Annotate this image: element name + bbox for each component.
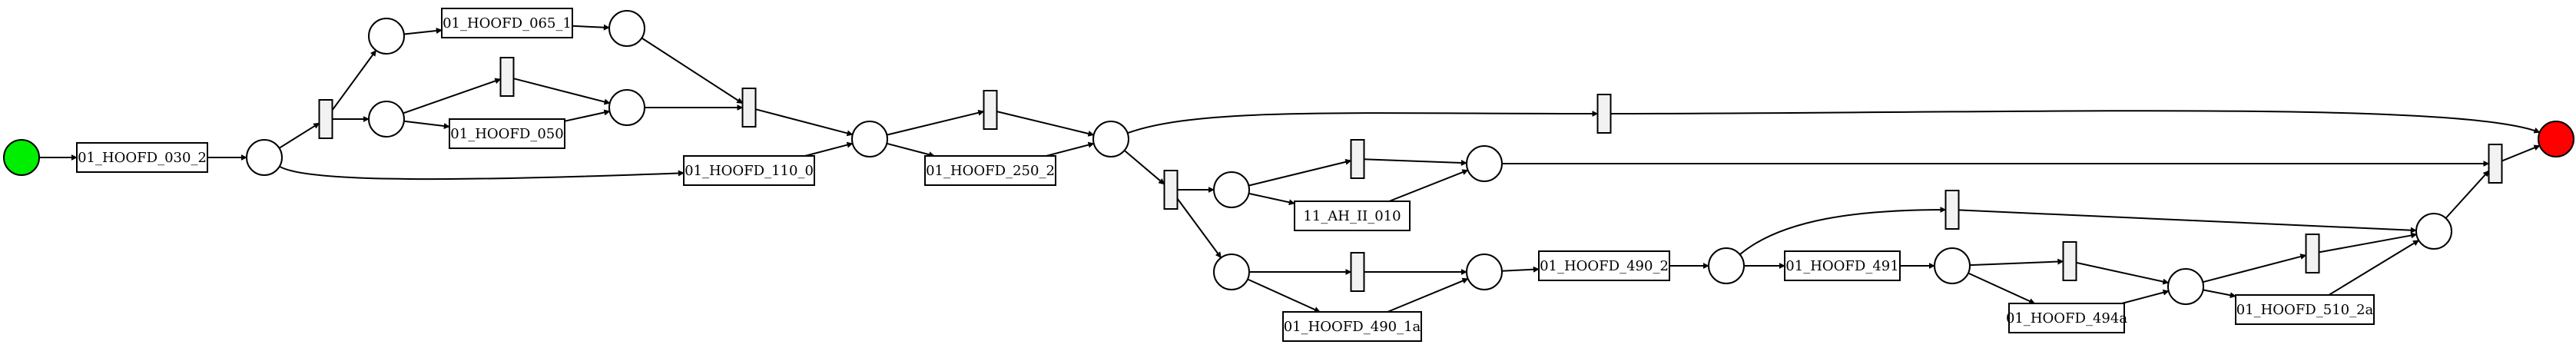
transition-t065: 01_HOOFD_065_1 <box>441 8 573 38</box>
place-p15 <box>2415 213 2452 250</box>
transition-t494a: 01_HOOFD_494a <box>2006 303 2127 333</box>
arc-tAH-to-p10 <box>1388 169 1469 202</box>
silent-transition-s6 <box>1163 170 1179 210</box>
arc-p8-to-s7 <box>1248 158 1352 187</box>
silent-transition-s12 <box>2488 144 2503 184</box>
transition-t030: 01_HOOFD_030_2 <box>76 142 208 173</box>
place-p11 <box>1466 254 1503 290</box>
arc-t110-to-p6 <box>804 141 854 157</box>
arc-s6-to-p9 <box>1176 197 1222 259</box>
arc-s3-to-p6 <box>755 108 854 137</box>
silent-transition-s8 <box>1350 252 1365 292</box>
transition-t110: 01_HOOFD_110_0 <box>683 155 815 186</box>
arc-p11-to-t490_2 <box>1501 266 1540 273</box>
arc-p14-to-t510 <box>2203 289 2236 299</box>
nodes-layer: 01_HOOFD_030_2 01_HOOFD_065_1 01_HOOFD_050… <box>3 8 2574 342</box>
arc-t510-to-p15 <box>2328 240 2419 296</box>
place-p7 <box>1092 121 1129 157</box>
transition-label: 01_HOOFD_065_1 <box>443 15 572 31</box>
arc-p15-to-s12 <box>2445 170 2490 219</box>
arc-s4-to-p7 <box>996 111 1095 137</box>
transition-label: 01_HOOFD_250_2 <box>926 163 1055 179</box>
place-p9 <box>1213 254 1250 290</box>
arc-p7-to-s6 <box>1123 150 1165 185</box>
place-p3 <box>368 101 405 138</box>
transition-label: 01_HOOFD_510_2a <box>2236 302 2374 318</box>
place-p6 <box>851 121 888 157</box>
transition-label: 01_HOOFD_494a <box>2006 310 2127 326</box>
arc-p1-to-t110 <box>279 165 685 181</box>
transition-t490_1a: 01_HOOFD_490_1a <box>1282 311 1422 342</box>
arc-s11-to-p15 <box>2319 232 2418 254</box>
arc-s7-to-p10 <box>1364 158 1467 166</box>
arc-p8-to-tAH <box>1248 192 1295 206</box>
arc-p2-to-t065 <box>403 27 443 35</box>
arc-t494a-to-p14 <box>2121 289 2170 304</box>
arc-p6-to-t250 <box>887 142 935 158</box>
arc-p13-to-t494a <box>1968 272 2036 304</box>
arc-t050-to-p5 <box>564 109 611 122</box>
place-p5 <box>608 89 645 126</box>
arc-s12-to-end <box>2501 144 2541 162</box>
silent-transition-s7 <box>1350 139 1365 179</box>
place-p10 <box>1466 145 1503 182</box>
end-place <box>2538 121 2574 157</box>
arc-t490_1a-to-p11 <box>1387 277 1469 313</box>
arc-p4-to-s3 <box>641 37 744 104</box>
silent-transition-s4 <box>983 90 998 130</box>
transition-t490_2: 01_HOOFD_490_2 <box>1538 250 1670 281</box>
arc-s5-to-end <box>1610 110 2541 134</box>
arc-p14-to-s11 <box>2203 254 2307 283</box>
arc-p13-to-s10 <box>1969 258 2064 267</box>
arc-p12-to-s9 <box>1739 207 1947 256</box>
place-p13 <box>1934 247 1971 284</box>
transition-t510: 01_HOOFD_510_2a <box>2235 294 2375 325</box>
transition-t491: 01_HOOFD_491 <box>1784 250 1901 281</box>
start-place <box>3 139 40 176</box>
transition-label: 01_HOOFD_110_0 <box>685 163 814 179</box>
silent-transition-s10 <box>2062 241 2077 281</box>
transition-label: 11_AH_II_010 <box>1303 208 1401 224</box>
arc-t065-to-p4 <box>572 24 610 31</box>
silent-transition-s9 <box>1944 190 1960 230</box>
arc-p6-to-s4 <box>887 109 985 136</box>
transition-label: 01_HOOFD_490_2 <box>1540 258 1669 274</box>
transition-label: 01_HOOFD_030_2 <box>78 150 207 166</box>
silent-transition-s1 <box>318 99 333 139</box>
place-p14 <box>2167 268 2204 305</box>
arc-p3-to-s2 <box>403 78 502 114</box>
silent-transition-s5 <box>1596 94 1612 134</box>
transition-label: 01_HOOFD_490_1a <box>1284 319 1421 335</box>
place-p4 <box>608 10 645 47</box>
silent-transition-s3 <box>741 88 757 128</box>
transition-t250: 01_HOOFD_250_2 <box>924 155 1056 186</box>
arc-s10-to-p14 <box>2076 261 2170 285</box>
arc-p3-to-t050 <box>403 120 450 130</box>
arc-s1-to-p2 <box>331 49 377 111</box>
transition-label: 01_HOOFD_491 <box>1785 258 1898 274</box>
arc-s9-to-p15 <box>1958 209 2417 234</box>
place-p12 <box>1708 247 1745 284</box>
silent-transition-s2 <box>499 57 515 97</box>
arc-s2-to-p5 <box>513 78 611 105</box>
arcs-layer <box>39 24 2541 313</box>
transition-tAH: 11_AH_II_010 <box>1294 201 1411 231</box>
arc-p7-to-s5 <box>1127 110 1599 134</box>
arc-t250-to-p7 <box>1046 141 1095 157</box>
silent-transition-s11 <box>2305 234 2320 273</box>
place-p2 <box>368 18 405 55</box>
place-p1 <box>246 139 283 176</box>
arc-p9-to-t490_1a <box>1247 278 1321 313</box>
arc-p1-to-s1 <box>278 122 320 149</box>
transition-label: 01_HOOFD_050 <box>450 126 563 142</box>
transition-t050: 01_HOOFD_050 <box>449 118 565 149</box>
place-p8 <box>1213 171 1250 208</box>
